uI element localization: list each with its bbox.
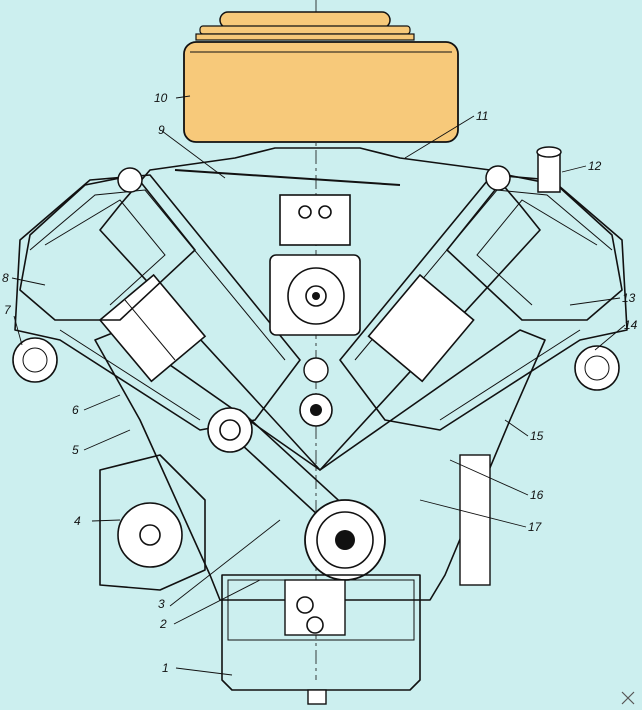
callout-16: 16 [530,488,544,502]
leader-lines [11,95,626,676]
callout-15: 15 [530,429,544,443]
callout-10: 10 [154,91,168,105]
callout-6: 6 [72,403,79,417]
callout-3: 3 [158,597,165,611]
callout-11: 11 [476,109,488,123]
callout-8: 8 [2,271,9,285]
corner-logo-icon [621,691,635,705]
callout-7: 7 [4,303,12,317]
callout-17: 17 [528,520,543,534]
callout-12: 12 [588,159,602,173]
air-filter [183,11,459,143]
callout-14: 14 [624,318,638,332]
callout-labels: 1 2 3 4 5 6 7 8 9 10 11 12 13 14 15 16 1… [2,91,638,675]
callout-5: 5 [72,443,79,457]
callout-4: 4 [74,514,81,528]
callout-13: 13 [622,291,636,305]
engine-block [12,146,628,705]
callout-2: 2 [159,617,167,631]
callout-9: 9 [158,123,165,137]
callout-1: 1 [162,661,169,675]
